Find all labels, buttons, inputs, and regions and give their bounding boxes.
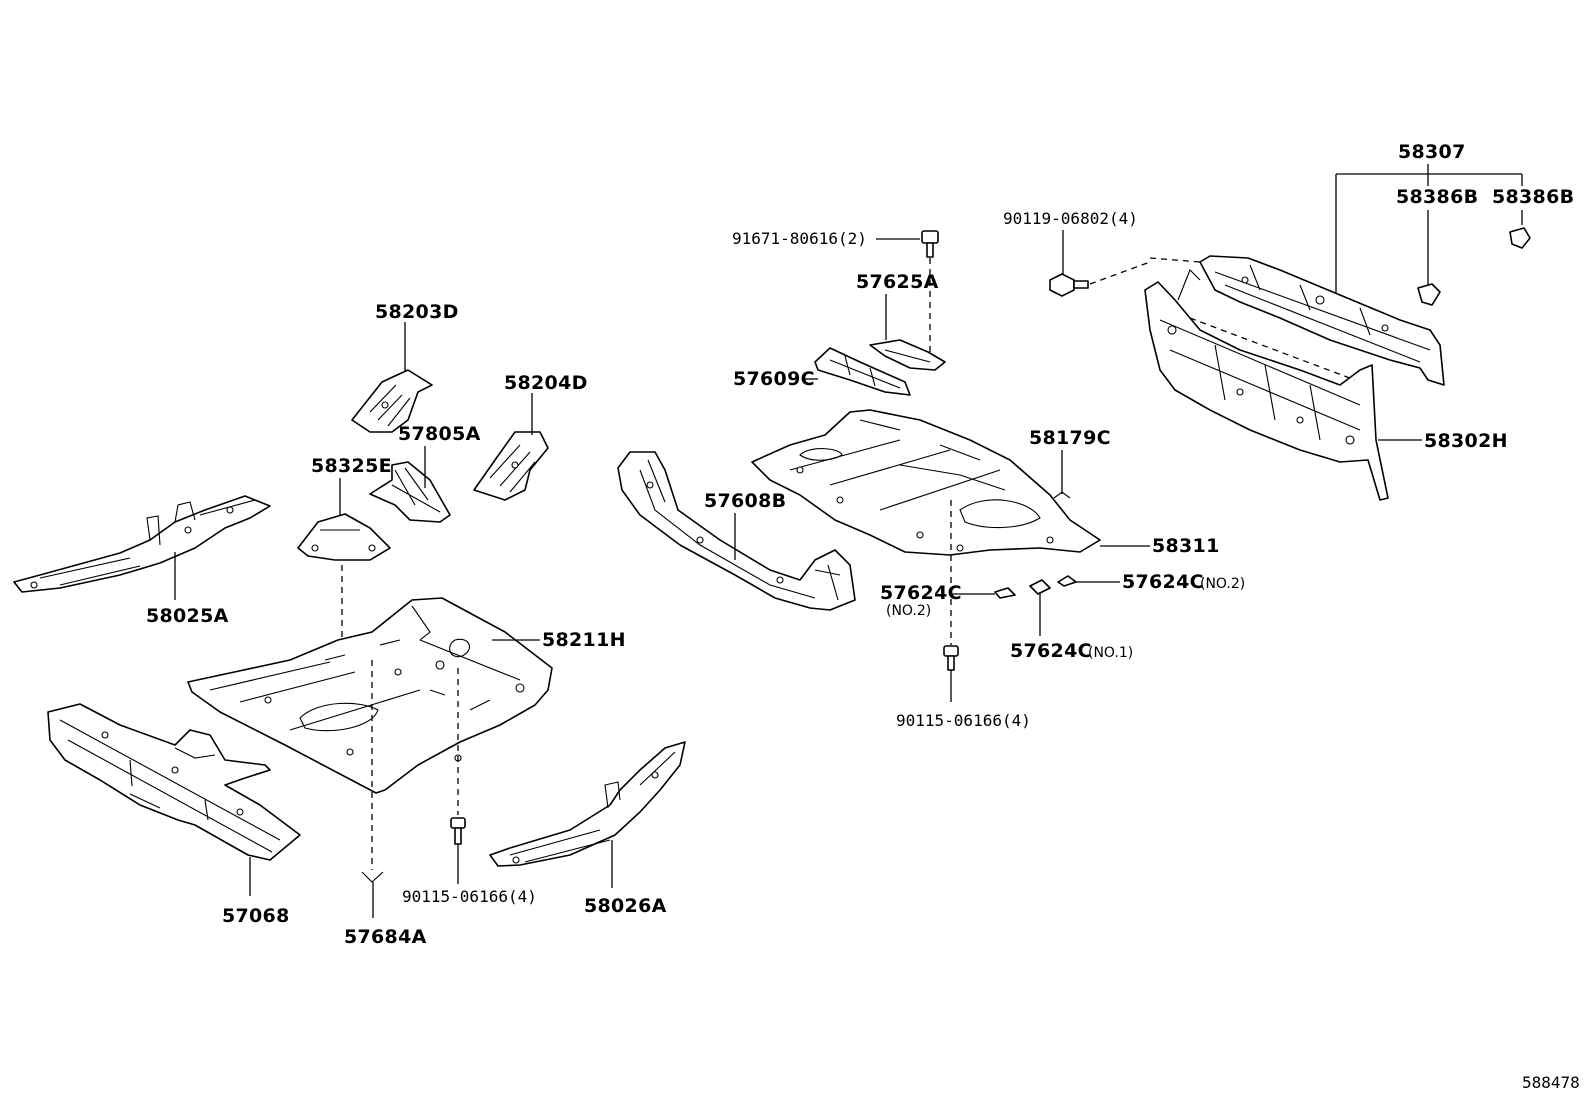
part-57625a-drawing	[869, 339, 946, 371]
label-58179c: 58179C	[1029, 427, 1111, 449]
label-58311: 58311	[1152, 535, 1220, 557]
label-58302h: 58302H	[1424, 430, 1508, 452]
part-58325e-drawing	[297, 513, 391, 561]
part-57068-drawing	[47, 703, 301, 861]
part-58203d-drawing	[351, 369, 433, 433]
part-58025a-drawing	[13, 495, 271, 593]
label-57624c-c: 57624C	[1010, 640, 1092, 662]
part-58307-drawing	[1199, 255, 1445, 386]
label-58386b-2: 58386B	[1492, 186, 1574, 208]
label-58386b-1: 58386B	[1396, 186, 1478, 208]
bolt-90119-drawing	[1049, 273, 1089, 297]
label-57624c-c-sub: (NO.1)	[1088, 645, 1133, 661]
part-57608b-drawing	[617, 451, 856, 611]
label-57609c: 57609C	[733, 368, 815, 390]
label-58204d: 58204D	[504, 372, 588, 394]
label-58307: 58307	[1398, 141, 1466, 163]
part-58311-drawing	[751, 409, 1101, 556]
label-57624c-b-sub: (NO.2)	[1200, 576, 1245, 592]
part-58386b-1-drawing	[1417, 283, 1441, 306]
bolt-90115-left-drawing	[450, 817, 466, 845]
label-90115-left: 90115-06166(4)	[402, 887, 537, 906]
part-58302h-drawing	[1144, 269, 1389, 501]
label-57805a: 57805A	[398, 423, 481, 445]
label-58325e: 58325E	[311, 455, 392, 477]
part-58026a-drawing	[489, 741, 686, 867]
label-58211h: 58211H	[542, 629, 626, 651]
label-57624c-b: 57624C	[1122, 571, 1204, 593]
label-57625a: 57625A	[856, 271, 939, 293]
label-58203d: 58203D	[375, 301, 459, 323]
label-57624c-a-sub: (NO.2)	[886, 603, 931, 619]
label-90119: 90119-06802(4)	[1003, 209, 1138, 228]
bolt-91671-drawing	[921, 230, 939, 258]
part-57684a-drawing	[361, 871, 384, 883]
part-57624c-a-drawing	[994, 587, 1016, 599]
diagram-id: 588478	[1522, 1073, 1580, 1092]
part-57805a-drawing	[369, 461, 451, 523]
label-58026a: 58026A	[584, 895, 667, 917]
part-57624c-c-drawing	[1029, 579, 1051, 595]
part-57609c-drawing	[814, 347, 911, 396]
part-58386b-2-drawing	[1509, 227, 1531, 249]
part-58179c-drawing	[1053, 491, 1071, 499]
label-57684a: 57684A	[344, 926, 427, 948]
part-57624c-b-drawing	[1057, 575, 1077, 587]
label-90115-right: 90115-06166(4)	[896, 711, 1031, 730]
label-57624c-a: 57624C	[880, 582, 962, 604]
part-58204d-drawing	[473, 431, 549, 501]
label-57068: 57068	[222, 905, 290, 927]
label-58025a: 58025A	[146, 605, 229, 627]
label-57608b: 57608B	[704, 490, 786, 512]
part-58211h-drawing	[187, 597, 553, 794]
label-91671: 91671-80616(2)	[732, 229, 867, 248]
bolt-90115-right-drawing	[943, 645, 959, 671]
